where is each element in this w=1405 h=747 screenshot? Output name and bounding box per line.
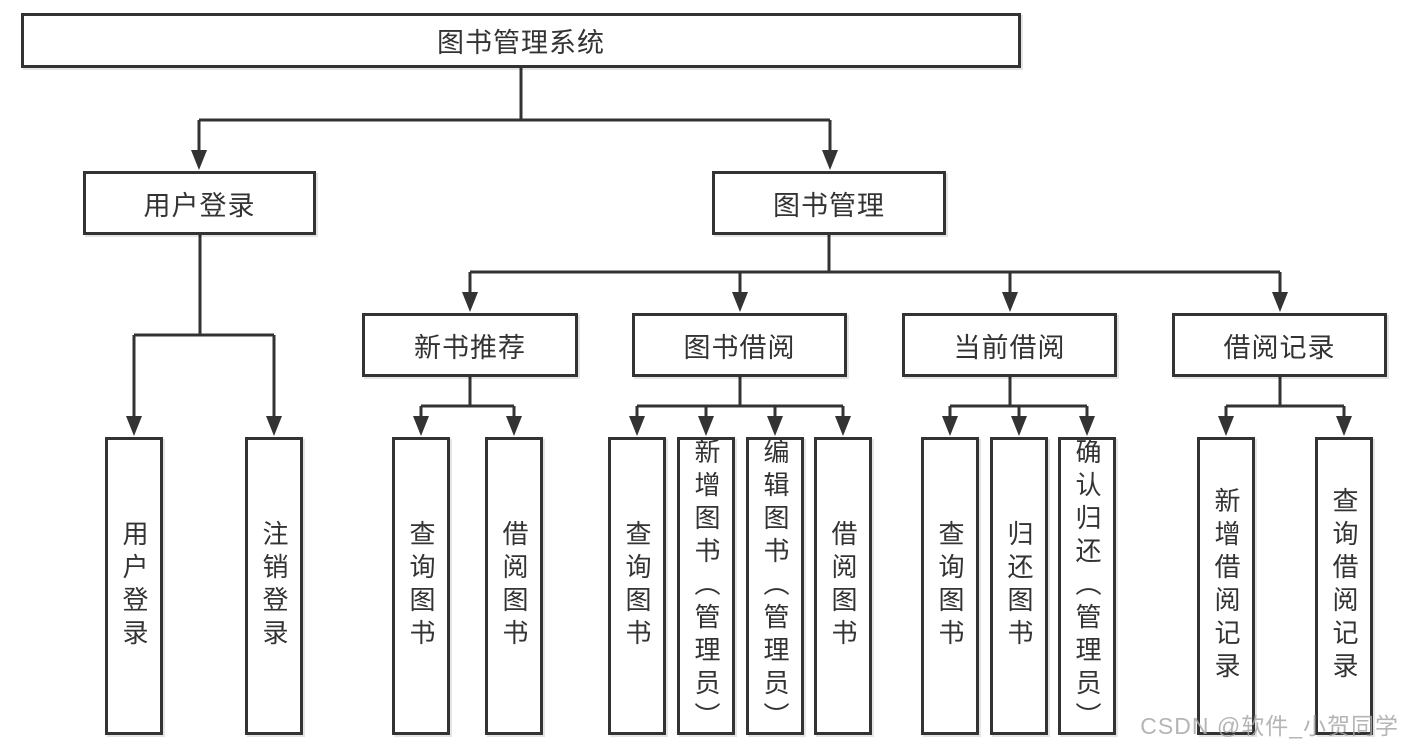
leaf-recommend-borrow-books: 借阅图书 (485, 437, 543, 735)
watermark-text: CSDN @软件_小贺同学 (1140, 713, 1399, 739)
leaf-confirm-return-admin-label: 确认归还（管理员） (1072, 437, 1102, 735)
node-user-login: 用户登录 (83, 171, 316, 235)
leaf-logout-label: 注销登录 (259, 520, 289, 652)
node-library-system: 图书管理系统 (21, 13, 1021, 68)
node-book-management: 图书管理 (712, 171, 946, 235)
leaf-borrowing-query-books-label: 查询图书 (622, 520, 652, 652)
node-book-management-label: 图书管理 (773, 190, 885, 221)
node-new-book-recommend-label: 新书推荐 (414, 332, 526, 363)
leaf-borrowing-borrow-books: 借阅图书 (814, 437, 872, 735)
leaf-edit-book-admin-label: 编辑图书（管理员） (760, 437, 790, 735)
leaf-query-borrow-record: 查询借阅记录 (1315, 437, 1373, 735)
node-current-borrowing: 当前借阅 (902, 313, 1117, 377)
leaf-add-book-admin-label: 新增图书（管理员） (691, 437, 721, 735)
leaf-current-query-books-label: 查询图书 (935, 520, 965, 652)
leaf-user-login: 用户登录 (105, 437, 163, 735)
leaf-current-query-books: 查询图书 (921, 437, 979, 735)
leaf-logout: 注销登录 (245, 437, 303, 735)
node-borrow-records: 借阅记录 (1172, 313, 1387, 377)
leaf-return-book: 归还图书 (990, 437, 1048, 735)
node-current-borrowing-label: 当前借阅 (953, 332, 1066, 363)
leaf-add-borrow-record-label: 新增借阅记录 (1211, 487, 1241, 685)
node-book-borrowing: 图书借阅 (632, 313, 847, 377)
leaf-recommend-borrow-books-label: 借阅图书 (499, 520, 529, 652)
node-user-login-label: 用户登录 (143, 190, 256, 221)
leaf-borrowing-borrow-books-label: 借阅图书 (828, 520, 858, 652)
node-library-system-label: 图书管理系统 (437, 28, 605, 58)
node-book-borrowing-label: 图书借阅 (683, 332, 796, 363)
leaf-edit-book-admin: 编辑图书（管理员） (746, 437, 804, 735)
leaf-query-borrow-record-label: 查询借阅记录 (1329, 487, 1359, 685)
node-new-book-recommend: 新书推荐 (362, 313, 578, 377)
leaf-confirm-return-admin: 确认归还（管理员） (1058, 437, 1116, 735)
leaf-borrowing-query-books: 查询图书 (608, 437, 666, 735)
leaf-user-login-label: 用户登录 (119, 520, 149, 652)
leaf-recommend-query-books-label: 查询图书 (406, 520, 436, 652)
leaf-add-book-admin: 新增图书（管理员） (677, 437, 735, 735)
leaf-recommend-query-books: 查询图书 (392, 437, 450, 735)
leaf-return-book-label: 归还图书 (1004, 520, 1034, 652)
node-borrow-records-label: 借阅记录 (1223, 332, 1336, 363)
leaf-add-borrow-record: 新增借阅记录 (1197, 437, 1255, 735)
